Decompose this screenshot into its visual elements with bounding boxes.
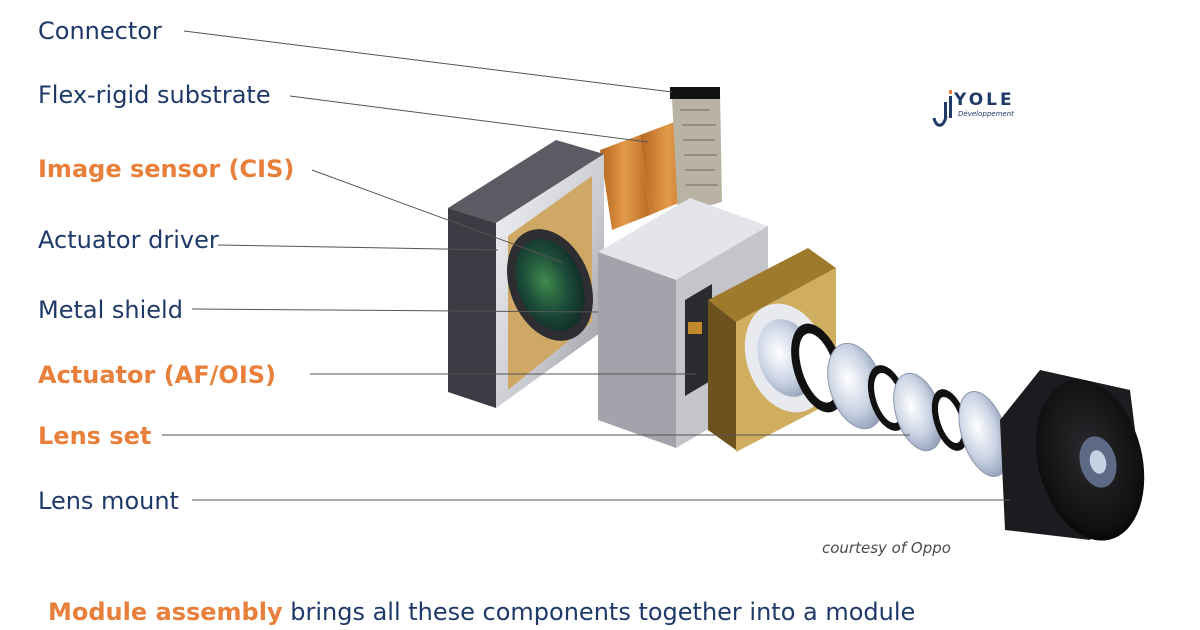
- label-image-sensor: Image sensor (CIS): [38, 155, 295, 183]
- label-connector: Connector: [38, 17, 162, 45]
- lens-mount-barrel: [1000, 370, 1145, 541]
- leader-line-actuator-driver: [217, 244, 499, 251]
- leader-line-flex-rigid: [289, 95, 649, 143]
- flex-rigid-substrate: [600, 90, 722, 230]
- caption-text: brings all these components together int…: [282, 598, 916, 626]
- yole-logo: YOLE Développement: [930, 88, 1040, 136]
- yole-logo-mark-icon: [932, 90, 952, 127]
- caption: Module assembly brings all these compone…: [48, 598, 915, 626]
- label-lens-set: Lens set: [38, 422, 152, 450]
- leader-line-metal-shield: [191, 308, 599, 313]
- label-metal-shield: Metal shield: [38, 296, 183, 324]
- leader-line-image-sensor: [311, 169, 563, 263]
- label-lens-mount: Lens mount: [38, 487, 179, 515]
- image-sensor-block: [448, 140, 604, 408]
- leader-line-connector: [183, 30, 673, 93]
- yole-logo-subtitle: Développement: [958, 110, 1014, 118]
- lens-set: [791, 323, 1010, 477]
- label-actuator: Actuator (AF/OIS): [38, 361, 276, 389]
- image-credit: courtesy of Oppo: [822, 539, 951, 557]
- leader-lines: [162, 30, 1010, 501]
- label-flex-rigid-substrate: Flex-rigid substrate: [38, 81, 271, 109]
- connector-part: [670, 87, 720, 99]
- caption-highlight: Module assembly: [48, 598, 283, 626]
- label-actuator-driver: Actuator driver: [38, 226, 219, 254]
- yole-logo-word: YOLE: [954, 90, 1015, 110]
